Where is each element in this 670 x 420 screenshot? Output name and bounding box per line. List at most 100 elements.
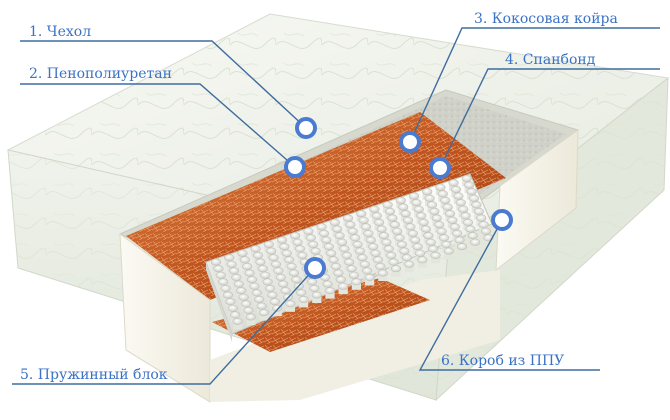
- spring-coil-body: [417, 259, 427, 268]
- spring-coil: [291, 276, 302, 284]
- spring-coil: [262, 278, 273, 286]
- spring-coil-body: [404, 264, 414, 273]
- spring-coil: [333, 269, 344, 277]
- spring-coil: [210, 258, 222, 266]
- marker-ppu-box: [491, 209, 513, 231]
- spring-coil: [448, 179, 459, 187]
- spring-coil: [276, 236, 288, 244]
- spring-coil: [382, 201, 393, 209]
- spring-coil: [462, 218, 474, 226]
- spring-coil: [297, 251, 308, 259]
- spring-coil: [372, 256, 384, 264]
- spring-coil-body: [246, 317, 256, 325]
- spring-coil: [357, 254, 368, 262]
- spring-coil: [381, 238, 392, 246]
- spring-coil-body: [272, 308, 282, 317]
- spring-coil: [378, 232, 390, 240]
- spring-coil: [239, 256, 250, 264]
- spring-coil: [266, 247, 277, 255]
- spring-coil: [324, 287, 336, 295]
- spring-coil: [284, 256, 295, 264]
- spring-coil: [408, 192, 420, 200]
- spring-coil: [270, 260, 282, 268]
- leader-line-ppu-box: [418, 219, 600, 371]
- spring-coil: [354, 247, 366, 255]
- spring-coil: [323, 243, 334, 251]
- spring-coil: [476, 214, 487, 222]
- spring-coil: [444, 210, 456, 218]
- spring-coil: [407, 229, 418, 237]
- spring-coil: [260, 271, 271, 279]
- spring-coil: [447, 216, 458, 224]
- spring-coil: [344, 258, 355, 266]
- spring-coil: [335, 276, 346, 284]
- spring-coil: [386, 251, 397, 259]
- spring-coil-body: [365, 277, 375, 286]
- spring-coil: [359, 260, 370, 268]
- spring-coil: [436, 227, 447, 235]
- spring-coil: [410, 236, 421, 244]
- spring-coil: [428, 245, 439, 253]
- spring-coil: [309, 284, 320, 292]
- marker-foam: [284, 156, 306, 178]
- marker-coir: [399, 131, 421, 153]
- spring-coil: [426, 201, 438, 209]
- spring-coil: [465, 225, 476, 233]
- spring-coil: [389, 221, 400, 229]
- spring-coil: [292, 238, 303, 246]
- spring-coil: [416, 212, 427, 220]
- spring-coil: [316, 223, 327, 231]
- spring-coil: [454, 236, 465, 244]
- spring-coil: [232, 317, 243, 325]
- spring-coil: [269, 298, 280, 306]
- spring-coil: [351, 278, 362, 286]
- spring-coil: [257, 265, 268, 273]
- spring-coil: [438, 234, 450, 242]
- spring-coil: [430, 251, 441, 259]
- spring-coil: [254, 295, 265, 303]
- spring-coil: [470, 238, 481, 246]
- spring-coil: [395, 196, 406, 204]
- spring-coil: [268, 254, 279, 262]
- spring-coil: [258, 309, 270, 317]
- leader-lines: [12, 27, 660, 385]
- spring-coil: [376, 225, 387, 233]
- spring-coil: [420, 225, 432, 233]
- spring-coil: [345, 221, 356, 229]
- spring-coil-body: [338, 286, 348, 295]
- spring-coil: [322, 280, 333, 288]
- spring-coil: [236, 287, 247, 295]
- spring-coil: [383, 245, 394, 253]
- spring-coil: [411, 199, 422, 207]
- spring-coil: [362, 267, 373, 275]
- spring-coil: [398, 203, 409, 211]
- spring-coil: [443, 247, 454, 255]
- spring-coil: [368, 243, 379, 251]
- spring-coil: [267, 291, 278, 299]
- spring-coil: [278, 280, 289, 288]
- spring-coil: [365, 236, 376, 244]
- spring-coil-body: [457, 246, 467, 255]
- spring-coil: [423, 232, 434, 240]
- spring-coil: [394, 234, 405, 242]
- spring-coil: [330, 262, 342, 270]
- spring-coil: [318, 229, 330, 237]
- spring-coil: [449, 223, 460, 231]
- spring-coil-body: [312, 295, 322, 303]
- spring-coil: [225, 298, 236, 306]
- spring-coil-body: [259, 312, 269, 321]
- spring-coil: [305, 234, 316, 242]
- spring-coil: [230, 311, 241, 319]
- spring-coil: [402, 216, 414, 224]
- spring-coil: [336, 238, 348, 246]
- spring-coil: [275, 273, 286, 281]
- spring-coil: [396, 240, 408, 248]
- spring-coil: [306, 278, 318, 286]
- spring-coil: [245, 313, 256, 321]
- marker-spunbond: [429, 157, 451, 179]
- spring-coil: [468, 194, 480, 202]
- spring-coil-body: [378, 273, 388, 281]
- spring-coil: [425, 238, 436, 246]
